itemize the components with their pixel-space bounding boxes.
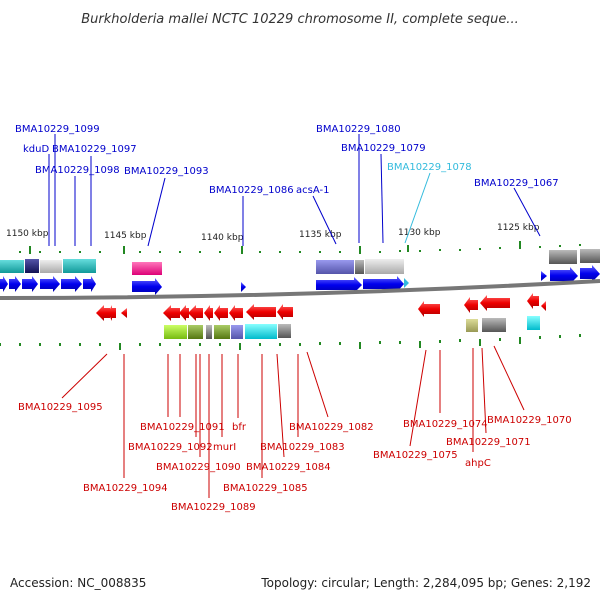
forward-strand-genes bbox=[0, 265, 600, 295]
gene-label-bma10229-1083[interactable]: BMA10229_1083 bbox=[260, 442, 345, 453]
gene-arrow[interactable] bbox=[96, 305, 110, 321]
gene-arrow[interactable] bbox=[40, 276, 60, 292]
gene-label-bma10229-1075[interactable]: BMA10229_1075 bbox=[373, 450, 458, 461]
gene-arrow[interactable] bbox=[316, 277, 362, 293]
gene-arrow[interactable] bbox=[163, 305, 180, 321]
gene-arrow[interactable] bbox=[229, 305, 243, 321]
gene-label-muri[interactable]: murI bbox=[213, 442, 236, 453]
gene-arrow[interactable] bbox=[214, 305, 228, 321]
gene-label-bma10229-1095[interactable]: BMA10229_1095 bbox=[18, 402, 103, 413]
gene-arrow[interactable] bbox=[188, 305, 203, 321]
scale-label-1135: 1135 kbp bbox=[299, 230, 342, 240]
gene-arrow[interactable] bbox=[277, 304, 293, 320]
gene-arrow[interactable] bbox=[404, 278, 409, 288]
gene-label-bma10229-1090[interactable]: BMA10229_1090 bbox=[156, 462, 241, 473]
forward-gene-labels: BMA10229_1099 kduD BMA10229_1097 BMA1022… bbox=[15, 124, 559, 196]
gene-label-bma10229-1092[interactable]: BMA10229_1092 bbox=[128, 442, 213, 453]
gene-label-bma10229-1094[interactable]: BMA10229_1094 bbox=[83, 483, 168, 494]
scale-label-1125: 1125 kbp bbox=[497, 223, 540, 233]
gene-label-bma10229-1093[interactable]: BMA10229_1093 bbox=[124, 166, 209, 177]
gene-label-bma10229-1099[interactable]: BMA10229_1099 bbox=[15, 124, 100, 135]
gene-label-bma10229-1074[interactable]: BMA10229_1074 bbox=[403, 419, 488, 430]
reverse-leader-lines bbox=[61, 345, 525, 498]
gene-label-acsa-1[interactable]: acsA-1 bbox=[296, 185, 329, 196]
scale-label-1130: 1130 kbp bbox=[398, 228, 441, 238]
highlight-leader-line bbox=[404, 172, 431, 244]
gene-label-bma10229-1071[interactable]: BMA10229_1071 bbox=[446, 437, 531, 448]
gene-label-ahpc[interactable]: ahpC bbox=[465, 458, 491, 469]
accession-text: Accession: NC_008835 bbox=[10, 576, 146, 590]
gene-label-bma10229-1085[interactable]: BMA10229_1085 bbox=[223, 483, 308, 494]
gene-arrow[interactable] bbox=[204, 305, 213, 321]
gene-arrow[interactable] bbox=[418, 301, 440, 317]
gene-arrow[interactable] bbox=[580, 265, 600, 282]
gene-label-bma10229-1097[interactable]: BMA10229_1097 bbox=[52, 144, 137, 155]
gene-label-bma10229-1067[interactable]: BMA10229_1067 bbox=[474, 178, 559, 189]
gene-arrow[interactable] bbox=[464, 297, 478, 313]
gene-label-bfr[interactable]: bfr bbox=[232, 422, 247, 433]
gene-arrow[interactable] bbox=[132, 278, 162, 295]
gene-arrow[interactable] bbox=[108, 305, 116, 321]
gene-label-bma10229-1082[interactable]: BMA10229_1082 bbox=[289, 422, 374, 433]
gene-arrow[interactable] bbox=[241, 282, 246, 292]
genome-summary-text: Topology: circular; Length: 2,284,095 bp… bbox=[260, 576, 591, 590]
forward-cog-boxes bbox=[0, 249, 600, 275]
gene-arrow[interactable] bbox=[363, 276, 404, 292]
gene-label-bma10229-1079[interactable]: BMA10229_1079 bbox=[341, 143, 426, 154]
gene-arrow[interactable] bbox=[541, 271, 547, 281]
gene-label-bma10229-1091[interactable]: BMA10229_1091 bbox=[140, 422, 225, 433]
reverse-gene-labels: BMA10229_1095 BMA10229_1094 BMA10229_109… bbox=[18, 402, 572, 513]
gene-label-bma10229-1070[interactable]: BMA10229_1070 bbox=[487, 415, 572, 426]
gene-arrow[interactable] bbox=[527, 293, 539, 309]
gene-arrow[interactable] bbox=[0, 276, 8, 292]
gene-arrow[interactable] bbox=[246, 304, 276, 320]
gene-label-bma10229-1089[interactable]: BMA10229_1089 bbox=[171, 502, 256, 513]
gene-label-bma10229-1086[interactable]: BMA10229_1086 bbox=[209, 185, 294, 196]
map-title: Burkholderia mallei NCTC 10229 chromosom… bbox=[81, 12, 518, 27]
scale-ruler: 1150 kbp 1145 kbp 1140 kbp 1135 kbp 1130… bbox=[6, 223, 581, 254]
gene-arrow[interactable] bbox=[179, 305, 189, 321]
gene-label-bma10229-1084[interactable]: BMA10229_1084 bbox=[246, 462, 331, 473]
scale-label-1150: 1150 kbp bbox=[6, 229, 49, 239]
gene-label-bma10229-1080[interactable]: BMA10229_1080 bbox=[316, 124, 401, 135]
chromosome-backbone bbox=[0, 279, 600, 300]
gene-label-bma10229-1078[interactable]: BMA10229_1078 bbox=[387, 162, 472, 173]
gene-arrow[interactable] bbox=[9, 276, 21, 292]
gene-arrow[interactable] bbox=[61, 276, 82, 292]
scale-label-1140: 1140 kbp bbox=[201, 233, 244, 243]
gene-label-bma10229-1098[interactable]: BMA10229_1098 bbox=[35, 165, 120, 176]
gene-arrow[interactable] bbox=[480, 295, 510, 311]
reverse-strand-genes bbox=[96, 293, 546, 321]
gene-arrow[interactable] bbox=[22, 276, 38, 292]
gene-arrow[interactable] bbox=[550, 267, 578, 284]
forward-leader-lines bbox=[48, 134, 541, 247]
gene-label-kdud[interactable]: kduD bbox=[23, 144, 49, 155]
reverse-cog-boxes bbox=[164, 316, 540, 339]
gene-arrow[interactable] bbox=[541, 301, 546, 311]
gene-arrow[interactable] bbox=[83, 276, 96, 292]
gene-arrow[interactable] bbox=[121, 308, 127, 318]
lower-ruler bbox=[0, 334, 581, 350]
scale-label-1145: 1145 kbp bbox=[104, 231, 147, 241]
